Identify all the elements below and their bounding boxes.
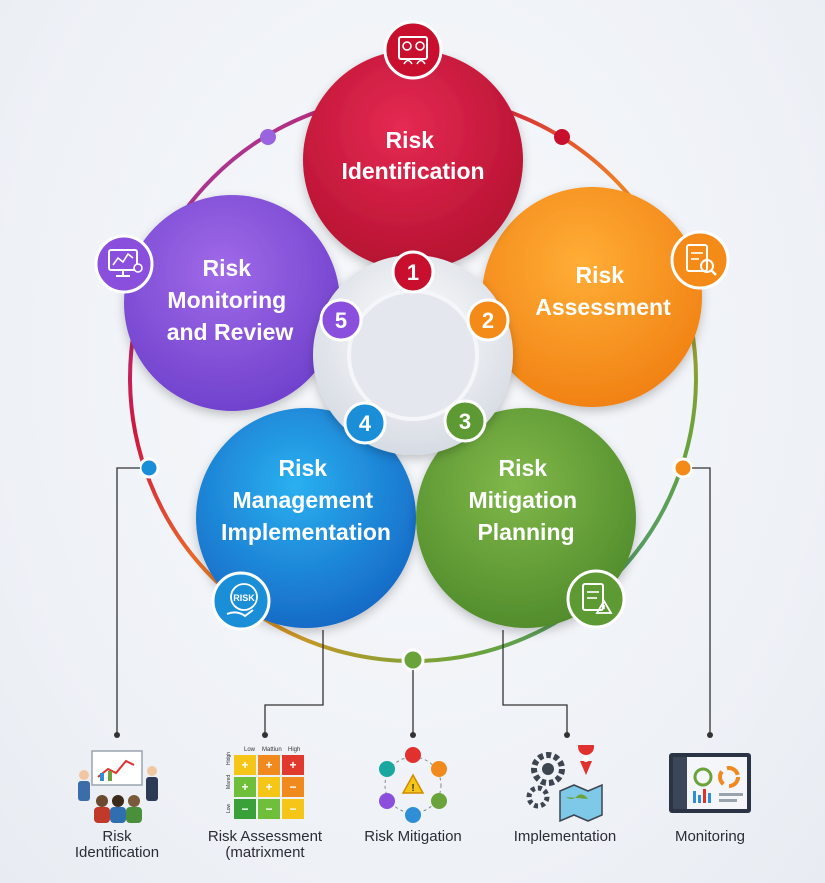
analysis-team-icon [383, 20, 443, 80]
bottom-label-risk-identification: Risk Identification [74, 828, 160, 861]
risk-matrix-icon: Low Mattiun High Hidgh Mared Low + + + + + −… [226, 747, 304, 819]
svg-text:+: + [241, 780, 248, 794]
bottom-item-risk-mitigation: ! Risk Mitigation [333, 745, 493, 845]
bottom-label-monitoring: Monitoring [674, 828, 746, 845]
svg-text:1: 1 [407, 260, 419, 285]
presentation-icon [78, 750, 158, 823]
svg-text:Hidgh: Hidgh [226, 752, 232, 765]
connector-lines [116, 467, 711, 733]
svg-text:+: + [289, 758, 296, 772]
bottom-item-monitoring: Monitoring [630, 745, 790, 845]
bottom-item-risk-assessment: Low Mattiun High Hidgh Mared Low + + + + + −… [185, 745, 345, 861]
plan-warning-icon [566, 569, 626, 629]
gears-map-icon [526, 745, 603, 823]
svg-text:Low: Low [226, 803, 232, 813]
stage-4-number-badge: 4 [343, 401, 387, 445]
svg-text:−: − [289, 780, 296, 794]
svg-text:!: ! [411, 783, 414, 794]
stage-4-title: Risk Management Implementation [221, 455, 391, 545]
ring-dot-blue [138, 457, 160, 479]
svg-text:−: − [289, 802, 296, 816]
hub-inner [347, 289, 479, 421]
stage-3-number-badge: 3 [443, 399, 487, 443]
bottom-item-implementation: Implementation [485, 745, 645, 845]
bottom-label-implementation: Implementation [513, 828, 617, 845]
bottom-item-risk-identification: Risk Identification [37, 745, 197, 861]
svg-text:Mattiun: Mattiun [262, 747, 282, 753]
ring-dot-purple [260, 129, 276, 145]
stage-2-petal [482, 187, 702, 407]
monitor-chart-icon [94, 234, 154, 294]
svg-text:4: 4 [359, 411, 372, 436]
stage-2-title: Risk Assessment [535, 262, 671, 320]
risk-handshake-icon: RISK [211, 571, 271, 631]
svg-text:+: + [241, 758, 248, 772]
bottom-label-risk-mitigation: Risk Mitigation [364, 828, 462, 845]
stage-3-title: Risk Mitigation Planning [469, 455, 584, 545]
stage-3-petal [416, 408, 636, 628]
svg-text:+: + [265, 758, 272, 772]
ring-dot-red [554, 129, 570, 145]
stage-5-number-badge: 5 [319, 298, 363, 342]
svg-text:−: − [241, 802, 248, 816]
stage-5-petal [124, 195, 340, 411]
svg-text:−: − [265, 802, 272, 816]
ring-dot-orange [672, 457, 694, 479]
stage-2-number-badge: 2 [466, 298, 510, 342]
ring-dot-green [401, 648, 425, 672]
dashboard-icon [669, 753, 751, 813]
svg-text:2: 2 [482, 308, 494, 333]
svg-text:High: High [288, 747, 300, 753]
svg-text:RISK: RISK [233, 593, 255, 603]
stage-1-petal [303, 50, 523, 270]
mitigation-cycle-icon: ! [379, 747, 447, 823]
stage-4-petal [196, 408, 416, 628]
stage-5-title: Risk Monitoring and Review [167, 255, 294, 345]
svg-text:5: 5 [335, 308, 347, 333]
stage-1-number-badge: 1 [391, 250, 435, 294]
stage-1-title: Risk Identification [341, 127, 484, 184]
svg-text:Low: Low [244, 747, 256, 753]
svg-text:3: 3 [459, 409, 471, 434]
svg-text:+: + [265, 780, 272, 794]
svg-text:Mared: Mared [226, 775, 232, 789]
report-magnifier-icon [670, 230, 730, 290]
bottom-label-risk-assessment: Risk Assessment (matrixment [207, 828, 323, 861]
